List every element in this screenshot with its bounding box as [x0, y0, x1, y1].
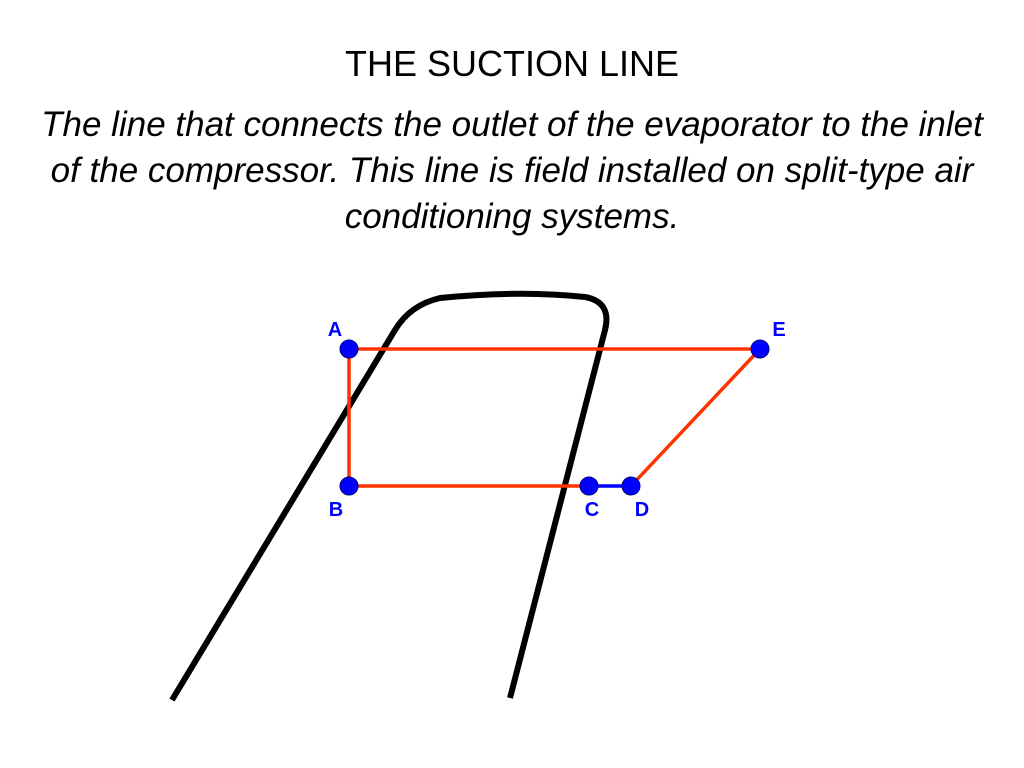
slide-description: The line that connects the outlet of the…: [41, 105, 983, 236]
point-label-e: E: [772, 319, 785, 341]
point-a: [339, 339, 359, 359]
cycle-line-d-e: [629, 347, 762, 488]
saturation-curve: [169, 290, 610, 702]
point-label-d: D: [635, 499, 649, 521]
point-b: [339, 476, 359, 496]
slide-title: THE SUCTION LINE: [344, 43, 680, 84]
point-c: [579, 476, 599, 496]
point-e: [750, 339, 770, 359]
point-label-c: C: [585, 499, 599, 521]
point-label-a: A: [328, 319, 342, 341]
point-d: [621, 476, 641, 496]
point-label-b: B: [329, 499, 343, 521]
